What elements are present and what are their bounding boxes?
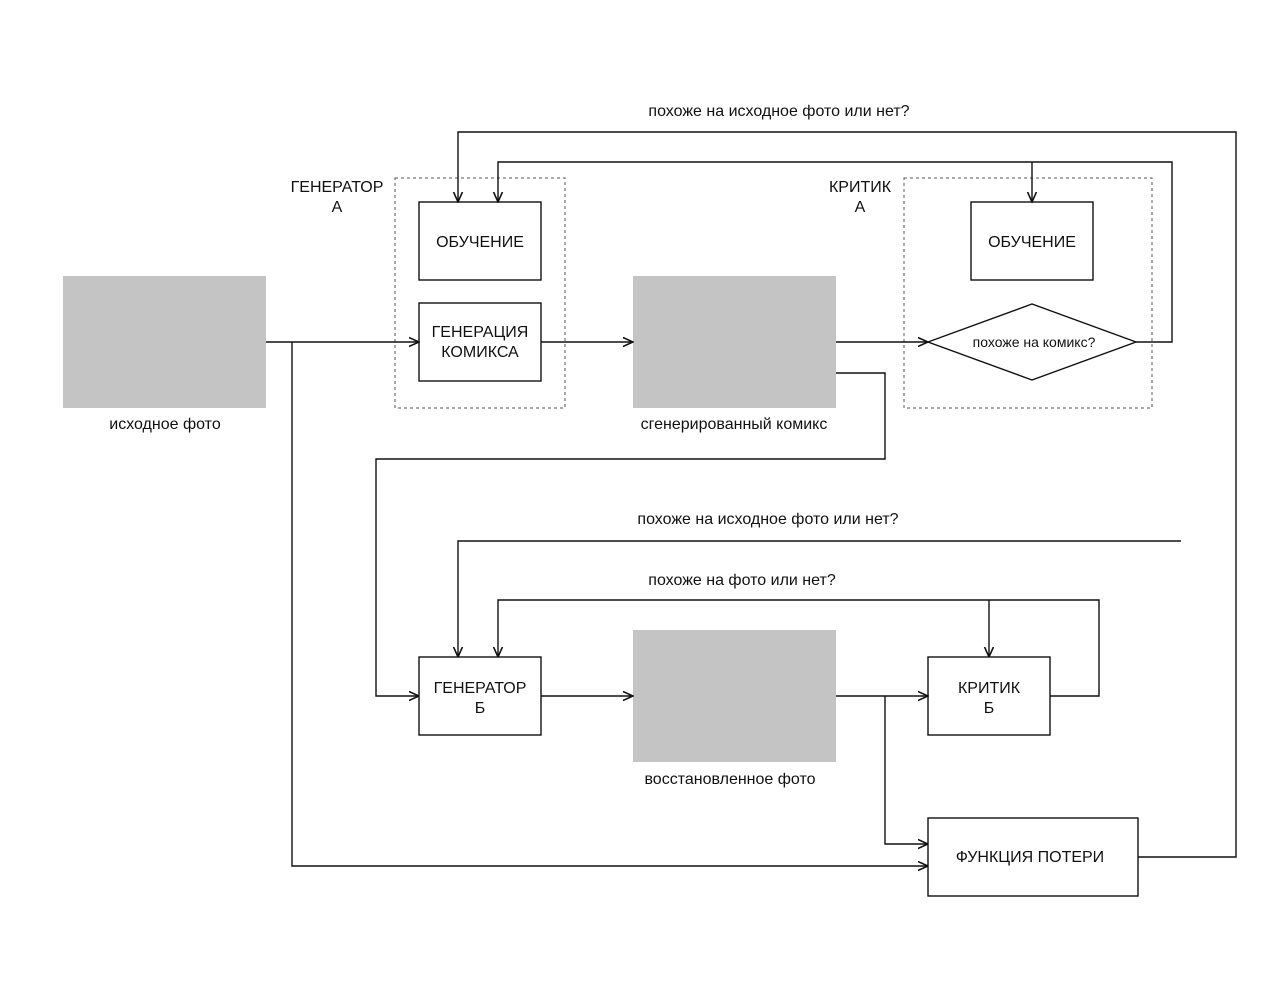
generator-a-label: ГЕНЕРАТОР xyxy=(291,179,384,196)
feedback-a-label: похоже на исходное фото или нет? xyxy=(648,103,909,120)
restored-to-loss-line xyxy=(884,696,928,844)
generated-comic xyxy=(633,276,836,408)
feedback-b-line-2 xyxy=(498,599,1100,697)
critic-a-group xyxy=(903,177,1153,409)
critic-b-box xyxy=(927,656,1051,736)
generated-comic-caption: сгенерированный комикс xyxy=(641,416,828,433)
generator-b-label-2: Б xyxy=(475,700,486,717)
loss-feedback-line xyxy=(458,131,1237,858)
critic-a-label: КРИТИК xyxy=(829,179,892,196)
critic-b-label-1: КРИТИК xyxy=(958,680,1021,697)
restored-photo xyxy=(633,630,836,762)
comic-to-generator-b-line xyxy=(375,372,886,696)
critic-b-label-2: Б xyxy=(984,700,995,717)
comic-decision-label: похоже на комикс? xyxy=(973,334,1096,350)
generator-b-label-1: ГЕНЕРАТОР xyxy=(434,680,527,697)
comic-generation-label-2: КОМИКСА xyxy=(441,344,519,361)
generator-b-box xyxy=(418,656,542,736)
restored-photo-caption: восстановленное фото xyxy=(644,771,815,788)
generator-a-training-label: ОБУЧЕНИЕ xyxy=(436,234,524,251)
feedback-b-label-1: похоже на исходное фото или нет? xyxy=(637,511,898,528)
decision-feedback-line xyxy=(498,161,1173,343)
feedback-b-line-1 xyxy=(458,540,1181,657)
generator-a-group xyxy=(394,177,566,409)
comic-generation-label-1: ГЕНЕРАЦИЯ xyxy=(432,324,529,341)
loss-function-box xyxy=(927,817,1139,897)
photo-to-loss-line xyxy=(291,342,928,866)
critic-a-training-label: ОБУЧЕНИЕ xyxy=(988,234,1076,251)
critic-a-label-letter: А xyxy=(855,199,866,216)
comic-generation-box xyxy=(418,302,542,382)
feedback-b-label-2: похоже на фото или нет? xyxy=(648,572,836,589)
generator-a-training-box xyxy=(418,201,542,281)
source-photo-caption: исходное фото xyxy=(109,416,221,433)
loss-function-label: ФУНКЦИЯ ПОТЕРИ xyxy=(956,849,1104,866)
source-photo xyxy=(63,276,266,408)
generator-a-label-letter: А xyxy=(332,199,343,216)
